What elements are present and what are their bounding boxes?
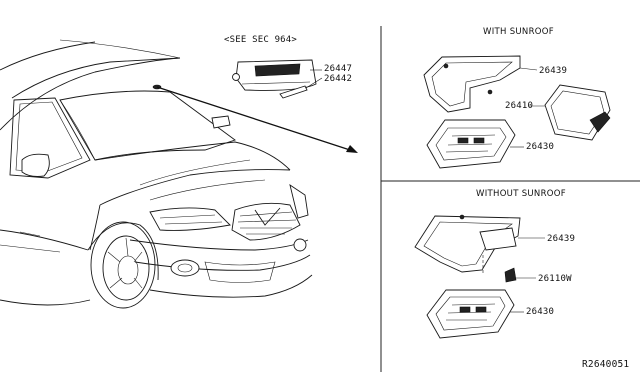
part-label-26447: 26447 (324, 64, 353, 74)
leader-arrowhead (346, 145, 358, 153)
ws-lamp-26410 (528, 84, 611, 141)
section-header-without-sunroof: WITHOUT SUNROOF (476, 189, 566, 199)
sun-visor-assembly (232, 59, 323, 99)
wo-clip-26110w (504, 267, 536, 283)
part-label-26410: 26410 (505, 101, 534, 111)
figure-code: R2640051 (582, 359, 630, 370)
part-label-wo-26439: 26439 (547, 234, 576, 244)
part-label-26110w: 26110W (538, 274, 572, 284)
wo-base-26430 (426, 289, 524, 339)
ws-base-26430 (426, 119, 524, 169)
part-label-ws-26430: 26430 (526, 142, 555, 152)
vehicle-illustration (0, 41, 313, 309)
part-label-wo-26430: 26430 (526, 307, 555, 317)
wo-frame-26439 (414, 214, 545, 275)
part-label-ws-26439: 26439 (539, 66, 568, 76)
section-header-with-sunroof: WITH SUNROOF (483, 27, 554, 37)
leader-arrow (156, 86, 351, 151)
part-label-26442: 26442 (324, 74, 353, 84)
see-section-note: <SEE SEC 964> (224, 35, 298, 45)
ws-frame-26439 (423, 55, 538, 113)
